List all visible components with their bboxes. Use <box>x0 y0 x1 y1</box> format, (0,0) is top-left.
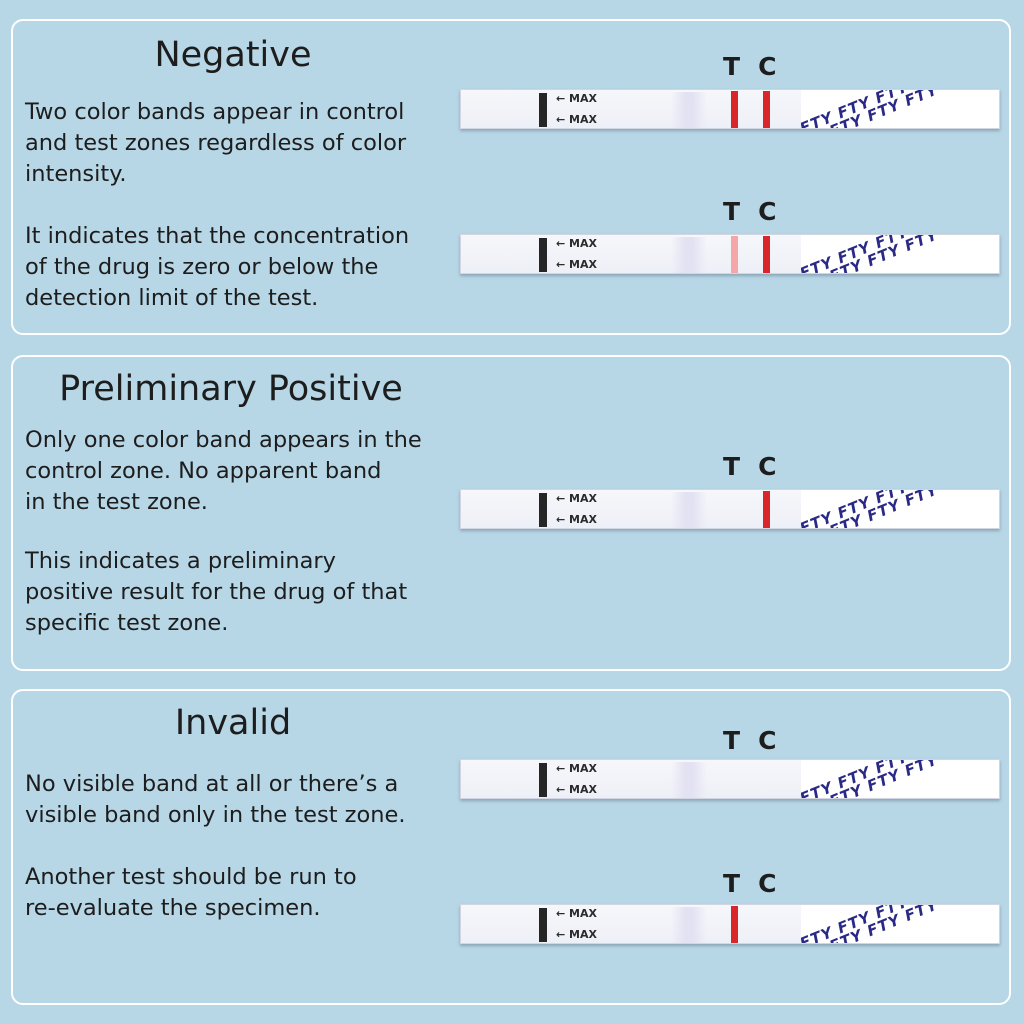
test-band <box>731 91 738 128</box>
test-strip: ← MAX ← MAX FTY FTY FTY FTY FTY FTY FTY … <box>460 489 1000 529</box>
strip-end-marker <box>539 493 547 527</box>
max-line-label: ← MAX <box>556 907 597 920</box>
invalid-panel: Invalid No visible band at all or there’… <box>11 689 1011 1005</box>
test-band <box>731 761 738 798</box>
control-band <box>763 236 770 273</box>
strip-end-marker <box>539 238 547 272</box>
max-line-label: ← MAX <box>556 762 597 775</box>
strip-end-marker <box>539 763 547 797</box>
sample-pad <box>671 237 707 273</box>
max-line-label: ← MAX <box>556 113 597 126</box>
c-label: C <box>758 452 777 481</box>
c-label: C <box>758 726 777 755</box>
control-band <box>763 761 770 798</box>
panel-title: Preliminary Positive <box>59 369 403 409</box>
test-strip: ← MAX ← MAX FTY FTY FTY FTY FTY FTY FTY … <box>460 759 1000 799</box>
control-band <box>763 906 770 943</box>
test-band <box>731 906 738 943</box>
brand-logo-pattern: FTY FTY FTY FTY FTY FTY FTY FTY <box>801 905 999 943</box>
control-band <box>763 491 770 528</box>
panel-title: Invalid <box>174 703 292 743</box>
sample-pad <box>671 92 707 128</box>
brand-logo-pattern: FTY FTY FTY FTY FTY FTY FTY FTY <box>801 235 999 273</box>
t-label: T <box>723 52 741 81</box>
c-label: C <box>758 869 777 898</box>
test-band <box>731 491 738 528</box>
brand-logo-pattern: FTY FTY FTY FTY FTY FTY FTY FTY <box>801 490 999 528</box>
sample-pad <box>671 762 707 798</box>
c-label: C <box>758 52 777 81</box>
max-line-label: ← MAX <box>556 783 597 796</box>
test-strip: ← MAX ← MAX FTY FTY FTY FTY FTY FTY FTY … <box>460 234 1000 274</box>
t-label: T <box>723 726 741 755</box>
brand-logo-pattern: FTY FTY FTY FTY FTY FTY FTY FTY <box>801 760 999 798</box>
preliminary-positive-panel: Preliminary Positive Only one color band… <box>11 355 1011 671</box>
panel-description: Only one color band appears in the contr… <box>25 427 422 515</box>
panel-description: It indicates that the concentration of t… <box>25 223 410 311</box>
control-band <box>763 91 770 128</box>
panel-description: Another test should be run to re-evaluat… <box>25 864 357 921</box>
strip-end-marker <box>539 93 547 127</box>
max-line-label: ← MAX <box>556 492 597 505</box>
c-label: C <box>758 197 777 226</box>
test-band <box>731 236 738 273</box>
t-label: T <box>723 197 741 226</box>
strip-end-marker <box>539 908 547 942</box>
test-strip: ← MAX ← MAX FTY FTY FTY FTY FTY FTY FTY … <box>460 904 1000 944</box>
t-label: T <box>723 452 741 481</box>
test-strip: ← MAX ← MAX FTY FTY FTY FTY FTY FTY FTY … <box>460 89 1000 129</box>
panel-description: Two color bands appear in control and te… <box>25 99 407 187</box>
panel-description: This indicates a preliminary positive re… <box>25 548 408 636</box>
max-line-label: ← MAX <box>556 928 597 941</box>
max-line-label: ← MAX <box>556 513 597 526</box>
panel-title: Negative <box>154 35 312 75</box>
max-line-label: ← MAX <box>556 258 597 271</box>
brand-logo-pattern: FTY FTY FTY FTY FTY FTY FTY FTY <box>801 90 999 128</box>
negative-panel: Negative Two color bands appear in contr… <box>11 19 1011 335</box>
sample-pad <box>671 492 707 528</box>
panel-description: No visible band at all or there’s a visi… <box>25 771 406 828</box>
sample-pad <box>671 907 707 943</box>
t-label: T <box>723 869 741 898</box>
max-line-label: ← MAX <box>556 237 597 250</box>
max-line-label: ← MAX <box>556 92 597 105</box>
